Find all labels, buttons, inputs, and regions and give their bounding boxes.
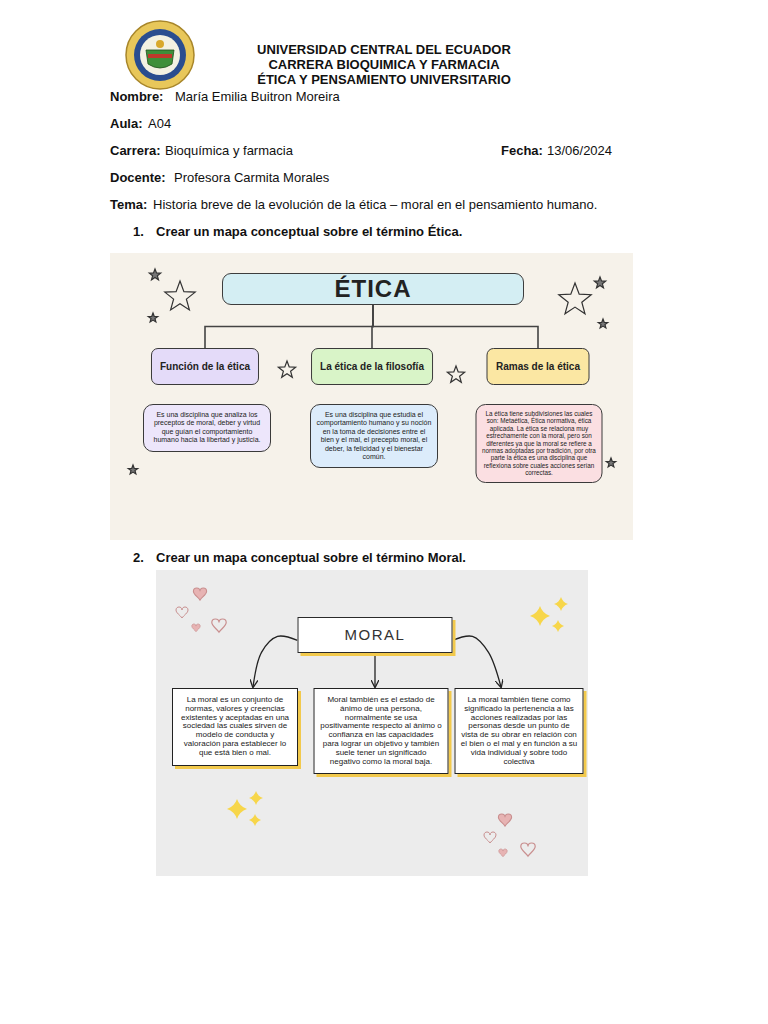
heart-doodle — [521, 843, 535, 856]
node-text: Es una disciplina que estudia el comport… — [316, 411, 432, 461]
header-line: CARRERA BIOQUIMICA Y FARMACIA — [0, 57, 768, 72]
field-value: Profesora Carmita Morales — [174, 170, 329, 185]
definition-box: Es una disciplina que estudia el comport… — [310, 404, 438, 468]
heart-doodle — [212, 619, 226, 632]
item-number: 1. — [133, 224, 144, 239]
star-doodle — [598, 319, 608, 328]
tree-connector — [205, 305, 373, 348]
arrow-connector — [253, 636, 298, 687]
definition-box: La moral también tiene como significado … — [455, 688, 584, 774]
item-instruction: Crear un mapa conceptual sobre el términ… — [156, 550, 466, 565]
etica-map-ground — [110, 253, 633, 540]
tree-connector — [373, 305, 538, 348]
node-text: Función de la ética — [160, 360, 250, 373]
branch-heading-box: Ramas de la ética — [487, 348, 590, 385]
node-text: Moral también es el estado de ánimo de u… — [320, 696, 443, 766]
header-line: UNIVERSIDAD CENTRAL DEL ECUADOR — [0, 42, 768, 57]
field-value: Bioquímica y farmacia — [165, 143, 293, 158]
branch-heading-box: La ética de la filosofía — [311, 348, 433, 385]
heart-doodle — [499, 849, 507, 857]
branch-heading-box: Función de la ética — [151, 348, 259, 385]
field-name: Tema: — [110, 197, 147, 212]
heart-doodle — [193, 588, 206, 600]
definition-box: Es una disciplina que analiza los precep… — [143, 404, 271, 452]
star-doodle — [148, 313, 158, 322]
node-text: ÉTICA — [229, 275, 517, 303]
university-logo — [126, 21, 194, 89]
node-text: La moral también tiene como significado … — [461, 696, 578, 766]
field-name: Nombre: — [110, 89, 163, 104]
root-concept-box: ÉTICA — [222, 273, 524, 305]
field-value: Historia breve de la evolución de la éti… — [153, 197, 597, 212]
item-number: 2. — [133, 550, 144, 565]
sparkle-doodle — [249, 791, 263, 805]
heart-doodle — [176, 607, 188, 618]
definition-box: La moral es un conjunto de normas, valor… — [172, 688, 298, 766]
definition-box: La ética tiene subdivisiones las cuales … — [476, 404, 603, 483]
field-value: 13/06/2024 — [547, 143, 612, 158]
field-name: Carrera: — [110, 143, 161, 158]
star-doodle — [606, 458, 616, 467]
item-instruction: Crear un mapa conceptual sobre el términ… — [156, 224, 462, 239]
node-text: La ética tiene subdivisiones las cuales … — [481, 410, 598, 477]
field-value: María Emilia Buitron Moreira — [175, 89, 340, 104]
star-doodle — [128, 465, 138, 474]
node-text: La ética de la filosofía — [320, 360, 424, 373]
sparkle-doodle — [227, 799, 247, 819]
definition-box: Moral también es el estado de ánimo de u… — [314, 688, 449, 774]
arrow-connector — [374, 653, 375, 687]
moral-map-ground — [156, 570, 588, 876]
heart-doodle — [484, 832, 496, 843]
node-text: Ramas de la ética — [496, 360, 581, 373]
field-value: A04 — [148, 116, 171, 131]
sparkle-doodle — [554, 597, 568, 611]
star-doodle — [278, 361, 295, 377]
sparkle-doodle — [530, 606, 550, 626]
sparkle-doodle — [249, 814, 261, 826]
arrow-connector — [453, 636, 502, 687]
header-line: ÉTICA Y PENSAMIENTO UNIVERSITARIO — [0, 72, 768, 87]
heart-doodle — [498, 814, 511, 826]
root-concept-box: MORAL — [298, 617, 453, 653]
node-text: La moral es un conjunto de normas, valor… — [178, 696, 292, 758]
heart-doodle — [192, 624, 200, 632]
star-doodle — [149, 269, 160, 280]
star-doodle — [447, 366, 464, 382]
field-name: Docente: — [110, 170, 166, 185]
star-doodle — [559, 283, 591, 314]
star-doodle — [594, 277, 605, 288]
field-name: Aula: — [110, 116, 143, 131]
node-text: MORAL — [305, 626, 446, 644]
sparkle-doodle — [552, 620, 564, 632]
field-name: Fecha: — [501, 143, 543, 158]
star-doodle — [165, 281, 195, 310]
node-text: Es una disciplina que analiza los precep… — [149, 411, 265, 445]
